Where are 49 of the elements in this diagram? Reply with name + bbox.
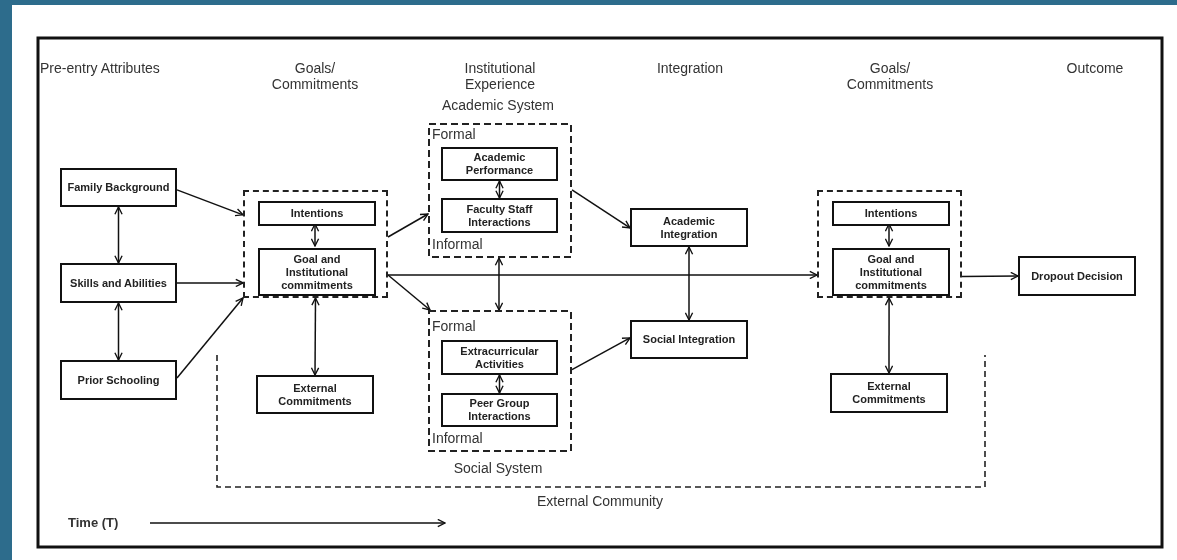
- process-box: Intentions: [258, 201, 376, 226]
- column-heading: External Community: [535, 493, 664, 509]
- arrow: [494, 257, 504, 311]
- formality-label: Informal: [432, 236, 483, 252]
- arrow: [176, 297, 244, 379]
- arrow: [176, 278, 244, 288]
- process-box: External Commitments: [256, 375, 374, 414]
- column-heading: Pre-entry Attributes: [40, 60, 161, 76]
- process-box: Academic Integration: [630, 208, 748, 247]
- process-box: Prior Schooling: [60, 360, 177, 400]
- arrow: [387, 274, 431, 311]
- column-heading: Integration: [655, 60, 725, 76]
- process-box: Goal and Institutional commitments: [832, 248, 950, 296]
- system-heading: Academic System: [442, 97, 554, 113]
- arrow: [495, 374, 504, 394]
- process-box: Social Integration: [630, 320, 748, 359]
- process-box: Peer Group Interactions: [441, 393, 558, 427]
- process-box: Goal and Institutional commitments: [258, 248, 376, 296]
- arrow: [310, 297, 320, 376]
- dashed-group-box: [243, 190, 388, 298]
- column-heading: Institutional Experience: [463, 60, 537, 92]
- system-heading: Social System: [453, 460, 543, 476]
- arrow: [387, 270, 818, 280]
- arrow: [571, 337, 631, 371]
- arrow: [114, 302, 123, 361]
- arrow: [684, 246, 694, 321]
- process-box: External Commitments: [830, 373, 948, 413]
- process-box: Intentions: [832, 201, 950, 226]
- column-heading: Goals/ Commitments: [270, 60, 360, 92]
- process-box: Skills and Abilities: [60, 263, 177, 303]
- process-box: Academic Performance: [441, 147, 558, 181]
- formality-label: Formal: [432, 126, 476, 142]
- process-box: Faculty Staff Interactions: [441, 198, 558, 233]
- arrow: [176, 189, 244, 217]
- process-box: Family Background: [60, 168, 177, 207]
- arrow: [387, 213, 429, 238]
- formality-label: Formal: [432, 318, 476, 334]
- process-box: Extracurricular Activities: [441, 340, 558, 375]
- column-heading: Goals/ Commitments: [845, 60, 935, 92]
- arrow: [495, 180, 504, 199]
- formality-label: Informal: [432, 430, 483, 446]
- time-label: Time (T): [68, 515, 120, 531]
- arrow: [961, 271, 1019, 281]
- arrow: [884, 297, 894, 374]
- arrow: [114, 206, 123, 264]
- process-box: Dropout Decision: [1018, 256, 1136, 296]
- dashed-group-box: [817, 190, 962, 298]
- arrow: [571, 189, 631, 229]
- column-heading: Outcome: [1065, 60, 1125, 76]
